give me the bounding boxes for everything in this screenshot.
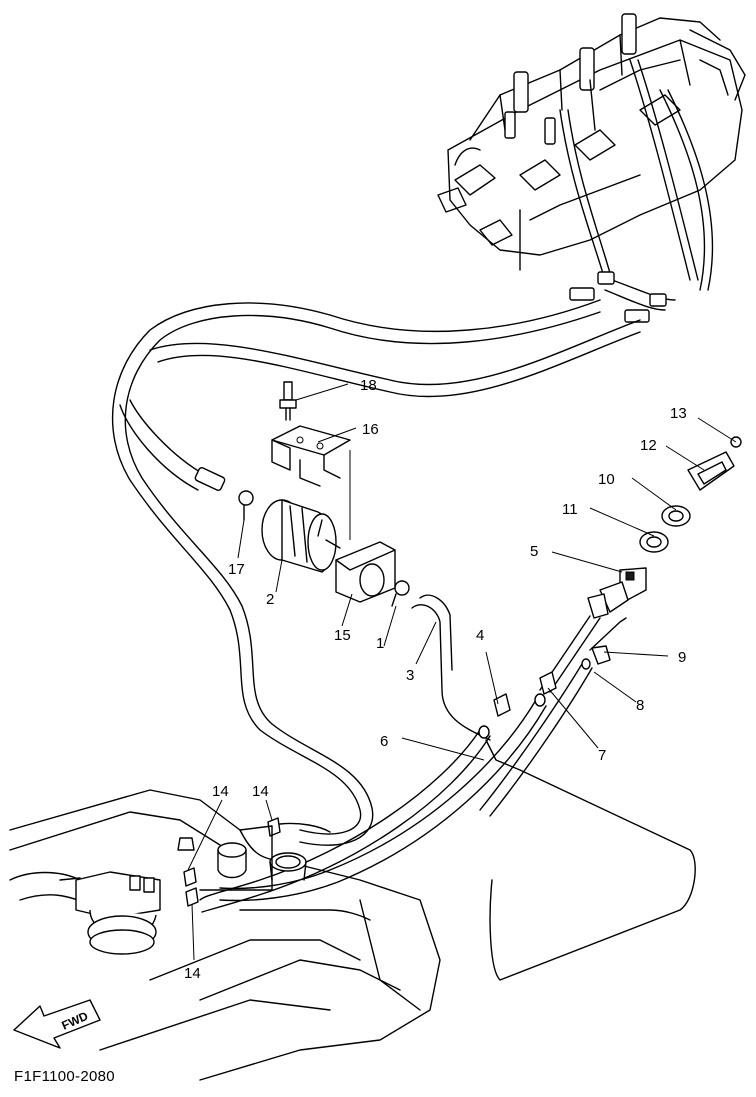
callout-leaders: [187, 383, 737, 961]
callout-14b: 14: [252, 783, 269, 800]
callout-8: 8: [636, 697, 644, 714]
callout-labels: 1 2 3 4 5 6 7 8 9 10 11 12 13 14 14 14 1…: [184, 377, 687, 982]
callout-3: 3: [406, 667, 414, 684]
lower-hose-bundle: [199, 693, 696, 981]
callout-16: 16: [362, 421, 379, 438]
callout-17: 17: [228, 561, 245, 578]
callout-13: 13: [670, 405, 687, 422]
callout-14c: 14: [184, 965, 201, 982]
callout-15: 15: [334, 627, 351, 644]
fuel-tank: [9, 789, 441, 1081]
callout-4: 4: [476, 627, 484, 644]
callout-6: 6: [380, 733, 388, 750]
carburetor-fuel-lines: [559, 59, 714, 323]
callout-2: 2: [266, 591, 274, 608]
carburetor-assembly: [437, 13, 746, 271]
callout-11: 11: [562, 501, 578, 518]
diagram-reference-code: F1F1100-2080: [14, 1068, 115, 1085]
callout-10: 10: [598, 471, 615, 488]
fuel-hoses: [111, 299, 641, 846]
callout-7: 7: [598, 747, 606, 764]
callout-14a: 14: [212, 783, 229, 800]
callout-18: 18: [360, 377, 377, 394]
fuel-filter-assembly: [238, 381, 491, 741]
callout-1: 1: [376, 635, 384, 652]
callout-5: 5: [530, 543, 538, 560]
sensor-parts: [479, 436, 742, 817]
callout-12: 12: [640, 437, 657, 454]
callout-9: 9: [678, 649, 686, 666]
forward-direction-arrow: FWD: [13, 999, 101, 1049]
